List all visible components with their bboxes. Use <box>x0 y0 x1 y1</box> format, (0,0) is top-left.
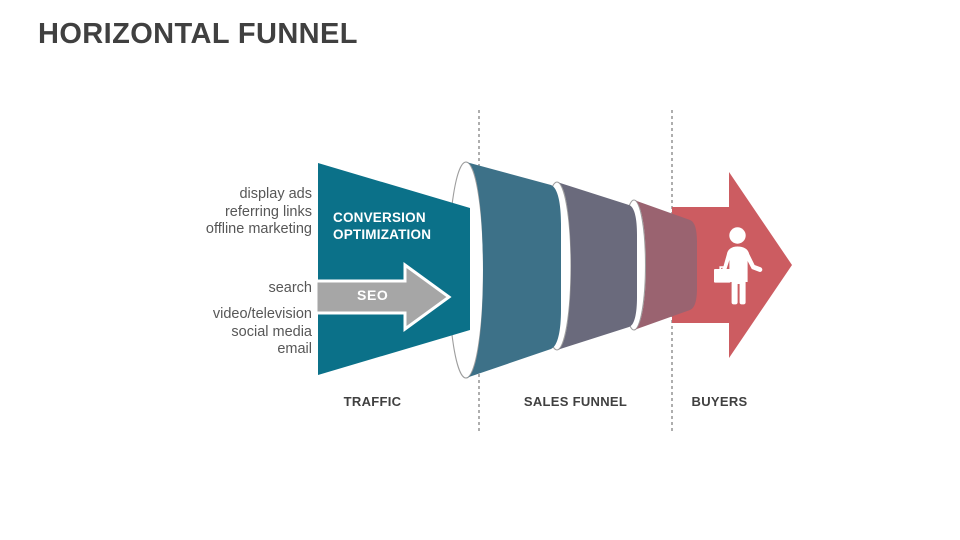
stage-label-buyers: BUYERS <box>691 394 748 409</box>
traffic-source-display-ads: display ads <box>239 186 312 202</box>
traffic-sources-top: display ads referring links offline mark… <box>206 186 312 239</box>
conversion-optimization-label: CONVERSION OPTIMIZATION <box>333 210 431 243</box>
traffic-source-email: email <box>277 341 312 357</box>
traffic-source-video-television: video/television <box>212 306 312 322</box>
stage-label-traffic: TRAFFIC <box>343 394 402 409</box>
page-title: HORIZONTAL FUNNEL <box>38 18 358 50</box>
traffic-source-social-media: social media <box>231 323 312 340</box>
businessman-with-briefcase-icon <box>714 227 763 305</box>
traffic-source-offline-marketing: offline marketing <box>205 221 312 237</box>
traffic-sources-middle: search <box>268 280 312 298</box>
conversion-optimization-line1: CONVERSION <box>333 210 426 225</box>
buyers-arrow <box>672 172 792 358</box>
stage-label-sales-funnel: SALES FUNNEL <box>523 394 628 409</box>
seo-arrow <box>314 262 452 332</box>
traffic-wedge <box>318 163 470 375</box>
seo-arrow-label: SEO <box>357 287 389 303</box>
traffic-source-search: search <box>268 280 312 296</box>
traffic-source-referring-links: referring links <box>224 203 312 220</box>
conversion-optimization-line2: OPTIMIZATION <box>333 226 432 242</box>
traffic-sources-bottom: video/television social media email <box>213 306 312 359</box>
